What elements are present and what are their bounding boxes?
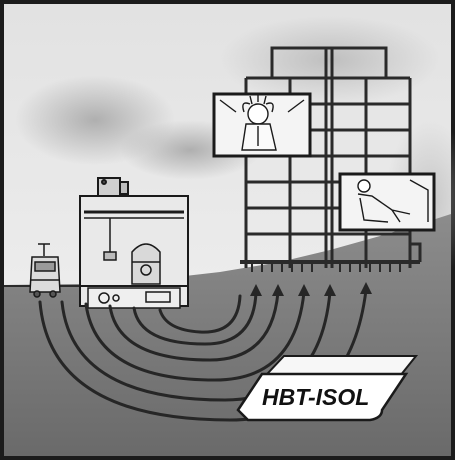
hbt-isol-logo: HBT-ISOL [236, 355, 419, 422]
cloud-shape [220, 15, 440, 105]
logo-text: HBT-ISOL [262, 384, 369, 410]
tram-icon [29, 243, 61, 298]
overhead-crane-icon [84, 210, 184, 261]
hall-basement [87, 287, 181, 309]
wave-arrowheads [250, 282, 372, 296]
disturbed-person-icon [212, 92, 312, 158]
resting-person-icon [338, 172, 436, 232]
machine-icon [131, 243, 161, 285]
building-foundation [251, 262, 401, 272]
industrial-hall-icon [79, 177, 189, 307]
